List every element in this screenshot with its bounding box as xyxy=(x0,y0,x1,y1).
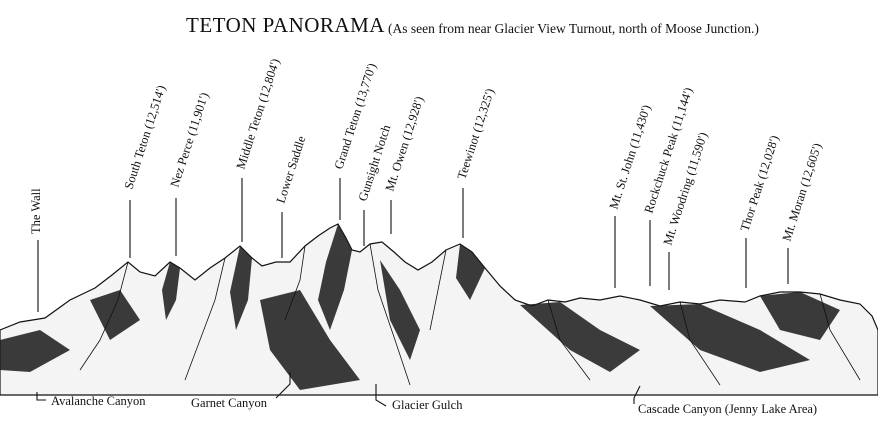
peak-label-mt-moran: Mt. Moran (12,605') xyxy=(780,141,825,243)
peak-label-nez-perce: Nez Perce (11,901') xyxy=(168,91,212,189)
page-title: TETON PANORAMA xyxy=(186,13,385,37)
page-subtitle: (As seen from near Glacier View Turnout,… xyxy=(388,21,759,36)
canyon-label-garnet: Garnet Canyon xyxy=(191,396,268,410)
canyon-label-glacier-gulch: Glacier Gulch xyxy=(392,398,463,412)
peak-label-thor-peak: Thor Peak (12,028') xyxy=(738,134,782,233)
peak-label-mt-owen: Mt. Owen (12,928') xyxy=(383,95,427,193)
canyon-label-avalanche: Avalanche Canyon xyxy=(51,394,146,408)
peak-leader-lines xyxy=(37,178,789,312)
peak-label-the-wall: The Wall xyxy=(29,188,43,234)
peak-label-lower-saddle: Lower Saddle xyxy=(274,134,309,205)
peak-label-middle-teton: Middle Teton (12,804') xyxy=(234,57,283,171)
canyon-leader-lines xyxy=(36,372,641,407)
ridge-lines xyxy=(79,243,861,386)
rock-shading xyxy=(0,224,840,390)
peak-label-teewinot: Teewinot (12,325') xyxy=(455,87,497,181)
peak-label-south-teton: South Teton (12,514') xyxy=(122,83,169,190)
canyon-label-cascade: Cascade Canyon (Jenny Lake Area) xyxy=(638,402,817,416)
